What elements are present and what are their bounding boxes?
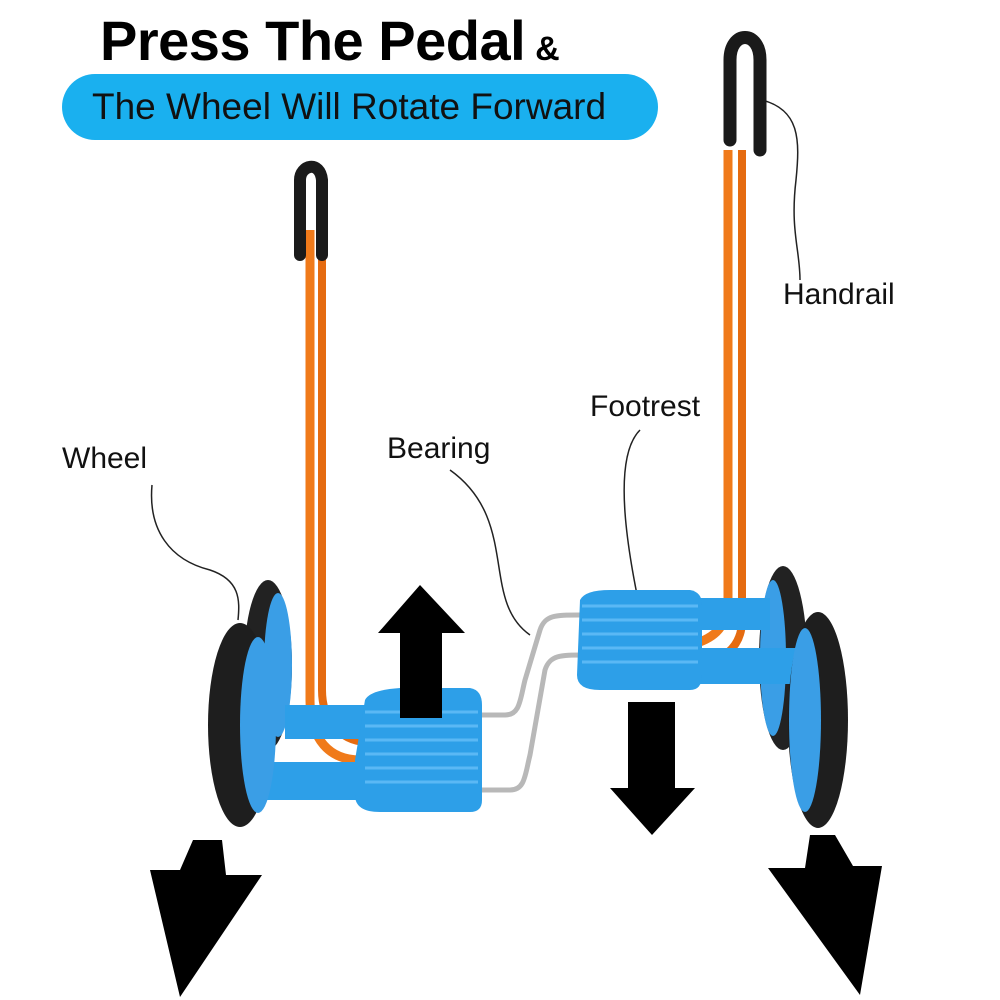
footrest-right bbox=[577, 590, 702, 690]
handrail-callout-line bbox=[761, 99, 801, 281]
wheel-callout-line bbox=[150, 484, 240, 621]
handrail-right bbox=[688, 31, 767, 669]
bearing-rods bbox=[480, 612, 586, 793]
headline: Press The Pedal& bbox=[100, 8, 560, 73]
subtitle-text: The Wheel Will Rotate Forward bbox=[92, 86, 607, 127]
wheel-front-right bbox=[788, 612, 848, 828]
arrow-down-right-wheel bbox=[768, 835, 882, 995]
subtitle-banner: The Wheel Will Rotate Forward bbox=[62, 74, 658, 140]
arrow-down-left-wheel bbox=[150, 840, 262, 997]
footrest-callout-line bbox=[623, 429, 641, 611]
footrest-label: Footrest bbox=[590, 390, 701, 423]
wheel-label: Wheel bbox=[62, 442, 148, 475]
arrow-down-pedal bbox=[610, 702, 695, 835]
bearing-label: Bearing bbox=[387, 432, 491, 465]
ampersand: & bbox=[535, 30, 560, 68]
axle-left-front bbox=[260, 762, 370, 800]
handrail-left bbox=[294, 160, 366, 765]
handrail-label: Handrail bbox=[783, 278, 895, 311]
headline-text: Press The Pedal bbox=[100, 9, 526, 72]
bearing-callout-line bbox=[449, 469, 531, 636]
axle-right-rear bbox=[700, 598, 770, 630]
arrow-up-pedal bbox=[378, 585, 465, 718]
wheel-front-left bbox=[208, 623, 276, 827]
